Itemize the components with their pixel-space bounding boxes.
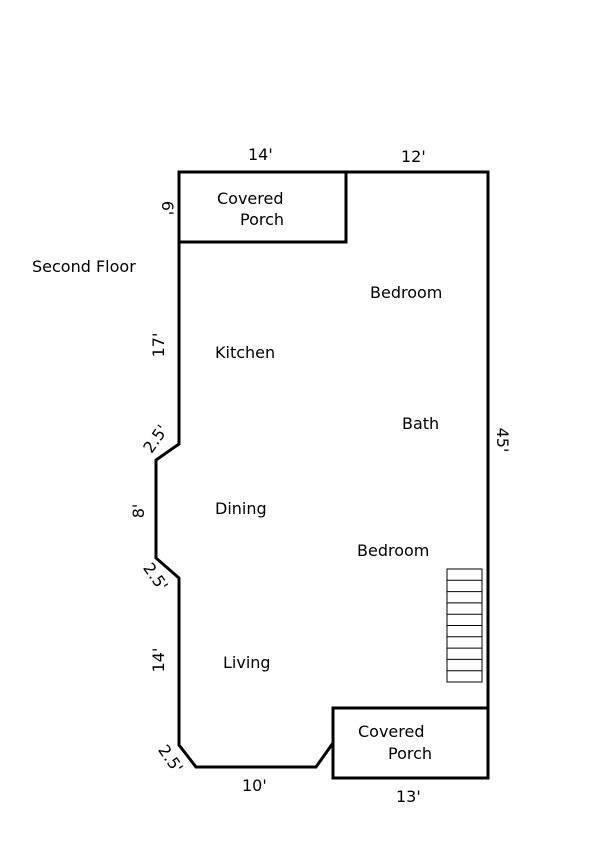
porch-top-label-line1: Covered <box>217 189 284 208</box>
room-label-living: Living <box>223 653 271 672</box>
dimension-bottom-right: 13' <box>396 787 421 806</box>
outer-wall-left <box>154 172 335 769</box>
dimension-bottom-left: 10' <box>242 776 267 795</box>
staircase <box>446 568 483 683</box>
dimension-right-side: 45' <box>493 428 512 453</box>
dimension-left-porch: 6' <box>158 201 177 216</box>
room-label-kitchen: Kitchen <box>215 343 275 362</box>
dimension-left-living: 14' <box>149 648 168 673</box>
room-label-dining: Dining <box>215 499 267 518</box>
dimension-top-right: 12' <box>401 147 426 166</box>
covered-porch-bottom <box>331 706 490 780</box>
covered-porch-top <box>177 170 348 244</box>
dimension-left-dining: 8' <box>129 504 148 519</box>
dimension-left-kitchen: 17' <box>149 333 168 358</box>
porch-bottom-label-line1: Covered <box>358 722 425 741</box>
dimension-top-left: 14' <box>248 145 273 164</box>
room-label-bedroom-bottom: Bedroom <box>357 541 429 560</box>
floor-label: Second Floor <box>32 257 136 276</box>
porch-top-label-line2: Porch <box>240 210 284 229</box>
room-label-bedroom-top: Bedroom <box>370 283 442 302</box>
dimension-left-jog-lower: 2.5' <box>139 559 172 594</box>
room-label-bath: Bath <box>402 414 439 433</box>
porch-bottom-label-line2: Porch <box>388 744 432 763</box>
outer-wall <box>346 170 490 708</box>
